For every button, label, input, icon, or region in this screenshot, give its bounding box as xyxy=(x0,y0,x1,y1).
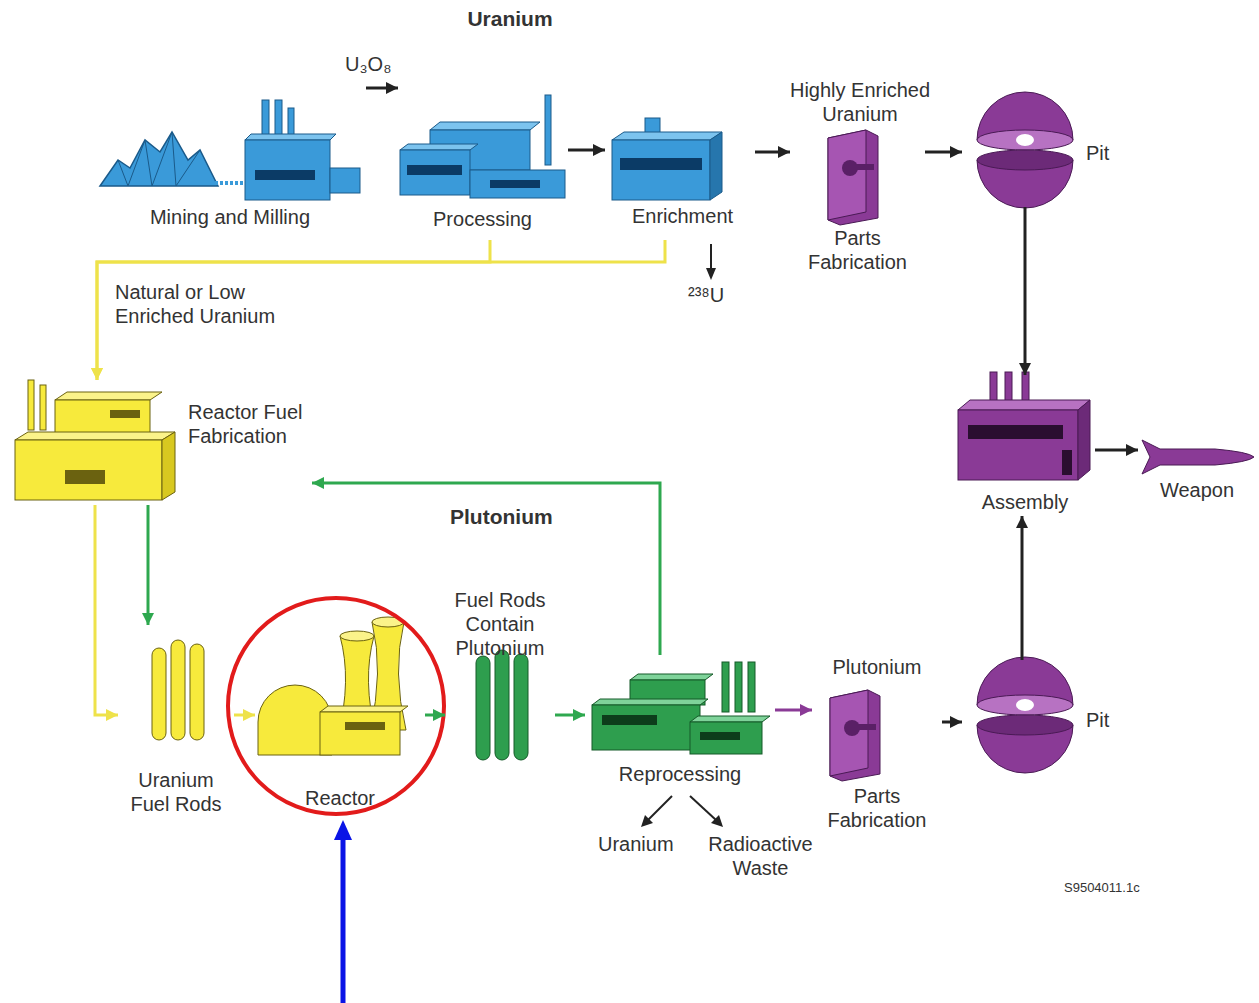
arrow-head xyxy=(106,709,118,721)
flow-connector xyxy=(925,146,962,158)
arrow-head xyxy=(778,146,790,158)
annotation-label: ²³⁸U xyxy=(688,283,738,307)
material-node: Uranium Fuel Rods xyxy=(118,625,234,820)
parts-fabrication-icon xyxy=(828,130,878,225)
process-node: Mining and Milling xyxy=(98,80,366,235)
flow-connector xyxy=(755,146,790,158)
processing-icon xyxy=(400,95,565,198)
flow-connector xyxy=(1019,207,1031,375)
arrow-head xyxy=(386,82,398,94)
annotation-label: S9504011.1c xyxy=(1064,880,1174,896)
node-label: Fuel Rods Contain Plutonium xyxy=(445,588,555,660)
weapon-icon xyxy=(1142,440,1254,474)
flow-connector xyxy=(91,240,665,380)
connector-line xyxy=(95,505,118,715)
node-label: Enrichment xyxy=(610,204,755,228)
edge-label: U₃O₈ xyxy=(345,52,400,76)
node-label: Reprocessing xyxy=(585,762,775,786)
flow-connector xyxy=(142,505,154,625)
node-label: Uranium Fuel Rods xyxy=(118,768,234,816)
pit-icon xyxy=(977,657,1073,773)
process-node: Assembly xyxy=(955,375,1095,516)
flow-connector xyxy=(568,144,605,156)
flow-connector xyxy=(425,709,445,721)
plutonium-rods-icon xyxy=(476,650,528,760)
process-node: Reprocessing xyxy=(585,655,775,792)
annotation-label: Plutonium xyxy=(450,504,590,529)
node-label: Reactor xyxy=(255,786,425,810)
material-node: Fuel Rods Contain Plutonium xyxy=(445,586,555,764)
process-node: Enrichment xyxy=(605,100,755,240)
arrow-head xyxy=(800,704,812,716)
arrow-head xyxy=(950,716,962,728)
product-node: Weapon xyxy=(1138,425,1254,510)
flow-connector xyxy=(1095,444,1138,456)
fuel-rods-icon xyxy=(152,640,204,740)
arrow-head xyxy=(1016,516,1028,528)
annotation-label: Uranium xyxy=(598,832,688,856)
enrichment-icon xyxy=(612,118,722,200)
arrow-head xyxy=(593,144,605,156)
parts-fabrication-icon xyxy=(830,690,880,781)
arrow-head xyxy=(243,709,255,721)
node-label: Assembly xyxy=(955,490,1095,514)
arrow-head xyxy=(91,368,103,380)
flow-connector xyxy=(775,704,812,716)
node-label: Mining and Milling xyxy=(110,205,350,229)
component-node: Pit xyxy=(962,660,1080,772)
connector-line xyxy=(1021,516,1024,660)
arrow-head xyxy=(573,709,585,721)
mining-icon xyxy=(100,100,360,200)
reactor-icon xyxy=(258,617,408,755)
flow-connector xyxy=(942,716,962,728)
node-label: Reactor Fuel Fabrication xyxy=(188,400,312,448)
connector-line xyxy=(147,505,150,625)
diagram-title: Uranium xyxy=(410,6,610,31)
node-label: Parts Fabrication xyxy=(812,784,942,832)
node-label: Pit xyxy=(1086,708,1126,732)
output-arrow xyxy=(641,796,723,827)
process-node: PlutoniumParts Fabrication xyxy=(812,652,942,834)
process-node: Reactor Fuel Fabrication xyxy=(12,380,312,505)
reprocessing-icon xyxy=(592,662,770,754)
output-arrow xyxy=(706,244,716,280)
edge-label: Natural or Low Enriched Uranium xyxy=(115,280,295,328)
node-label: Highly Enriched Uranium xyxy=(765,78,955,126)
node-label: Plutonium xyxy=(812,655,942,679)
connector-line xyxy=(97,240,665,380)
process-node: Processing xyxy=(398,80,568,240)
pointer-arrow xyxy=(334,820,352,1003)
highlight-circle xyxy=(228,598,444,814)
flow-connector xyxy=(234,709,255,721)
fuel-fabrication-icon xyxy=(15,380,175,500)
arrow-head xyxy=(142,613,154,625)
node-label: Weapon xyxy=(1140,478,1254,502)
component-node: Pit xyxy=(962,95,1080,207)
flow-connector xyxy=(555,709,585,721)
process-node: Highly Enriched UraniumParts Fabrication xyxy=(790,125,925,276)
arrow-head xyxy=(433,709,445,721)
pit-icon xyxy=(977,92,1073,208)
arrow-head xyxy=(1019,363,1031,375)
node-label: Processing xyxy=(400,207,565,231)
arrow-head xyxy=(1126,444,1138,456)
arrow-head xyxy=(91,368,103,380)
assembly-icon xyxy=(958,372,1090,480)
connector-line xyxy=(1024,207,1027,375)
flow-connector xyxy=(366,82,398,94)
annotation-label: Radioactive Waste xyxy=(688,832,833,880)
process-node: Reactor xyxy=(255,605,425,815)
node-label: Pit xyxy=(1086,141,1126,165)
flow-connector xyxy=(95,505,118,721)
arrow-head xyxy=(950,146,962,158)
node-label: Parts Fabrication xyxy=(790,226,925,274)
arrow-head xyxy=(312,477,324,489)
flow-connector xyxy=(1016,516,1028,660)
